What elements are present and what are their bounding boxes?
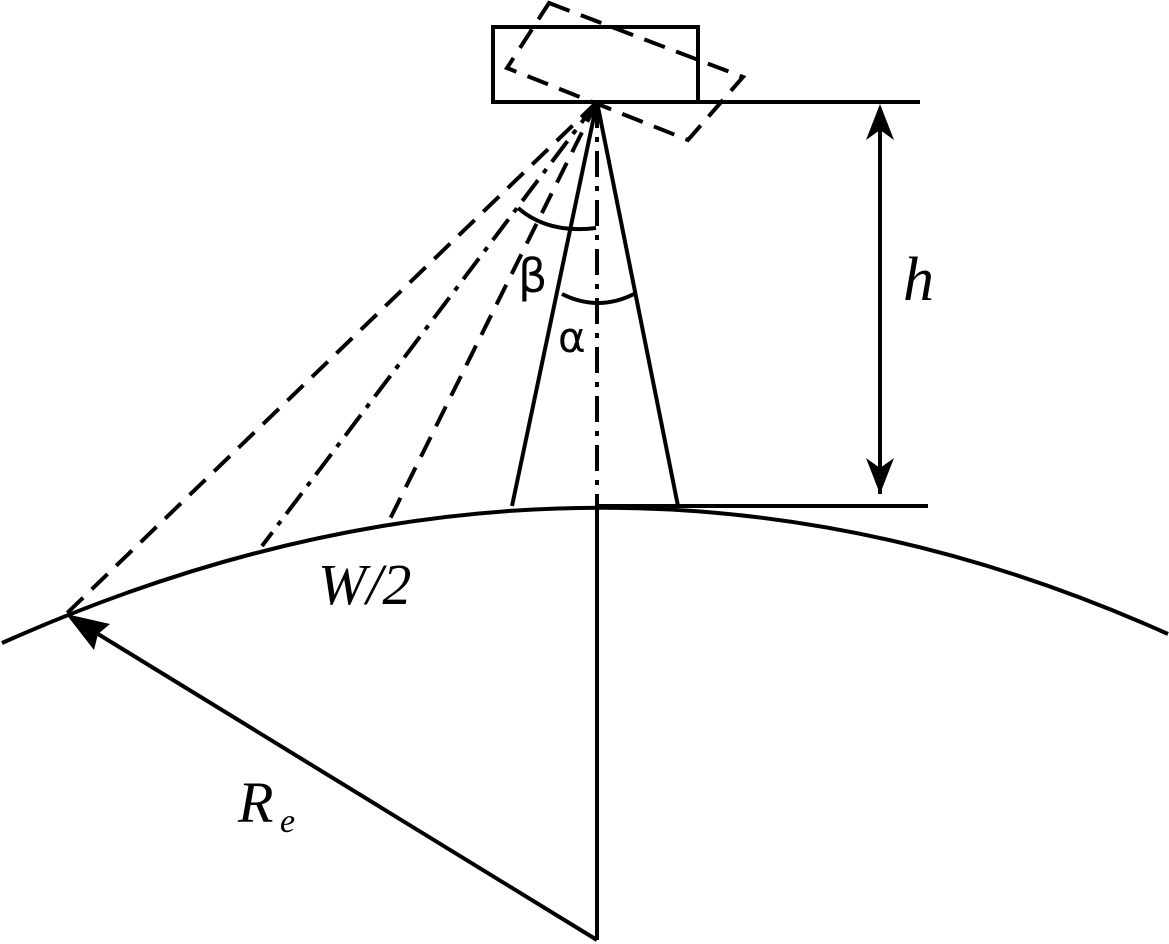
height-arrow-head-bottom — [866, 458, 894, 494]
satellite-body — [491, 25, 700, 104]
earth-radius-subscript: e — [280, 803, 295, 840]
tilt-view-center-dashdot — [260, 100, 599, 548]
satellite-tilted-outline — [503, 0, 747, 143]
earth-radius-label: R — [237, 770, 273, 835]
beta-label: β — [518, 249, 547, 303]
half-swath-label: W/2 — [318, 552, 411, 617]
alpha-label: α — [558, 313, 586, 362]
beta-angle-arc — [516, 206, 597, 232]
tilt-view-inner-dashed — [388, 101, 599, 520]
earth-radius-arrow-head — [66, 614, 110, 650]
height-label: h — [903, 246, 934, 314]
tilt-view-outer-dashed — [60, 100, 599, 620]
fov-right-line — [595, 101, 680, 507]
alpha-angle-arc — [561, 292, 635, 305]
height-arrow-head-top — [866, 104, 894, 140]
fov-left-line — [510, 101, 599, 507]
earth-radius-arrow-line — [96, 632, 599, 942]
earth-surface-arc — [1, 505, 1169, 645]
